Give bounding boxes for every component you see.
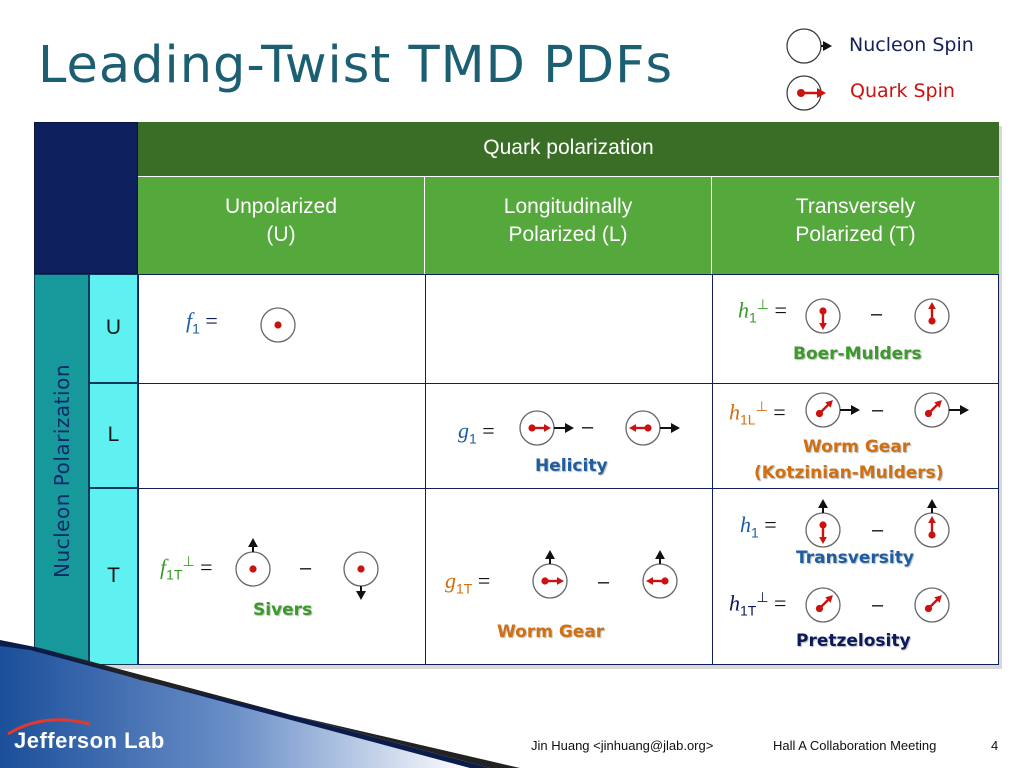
minus-sign: –	[872, 399, 884, 421]
spin-diagram-icon	[914, 298, 950, 334]
pretzelosity-label: Pretzelosity	[796, 631, 911, 651]
boer-mulders-label: Boer-Mulders	[793, 344, 922, 364]
footer-author: Jin Huang <jinhuang@jlab.org>	[531, 738, 714, 753]
footer-swoosh	[0, 640, 520, 768]
h1tperp-equation: h1T⊥ =	[729, 589, 787, 619]
minus-sign: –	[872, 519, 884, 541]
spin-diagram-icon	[914, 587, 950, 623]
minus-sign: –	[300, 557, 312, 579]
spin-diagram-icon	[805, 587, 841, 623]
column-header-line: Polarized (T)	[795, 223, 916, 246]
column-header-transverse: Transversely Polarized (T)	[712, 177, 999, 274]
spin-diagram-icon	[805, 499, 841, 548]
f1tperp-equation: f1T⊥ =	[160, 553, 213, 583]
spin-diagram-icon	[260, 307, 296, 343]
sivers-label: Sivers	[253, 600, 313, 620]
f1-equation: f1 =	[186, 308, 218, 337]
page-number: 4	[991, 738, 999, 753]
quark-polarization-header: Quark polarization	[138, 122, 999, 177]
spin-legend-graphic	[786, 28, 832, 111]
column-header-line: (U)	[266, 223, 296, 246]
spin-diagram-icon	[532, 550, 568, 599]
minus-sign: –	[871, 303, 883, 325]
spin-diagram-icon	[805, 298, 841, 334]
minus-sign: –	[582, 416, 594, 438]
row-header-u: U	[89, 274, 138, 383]
h1-equation: h1 =	[740, 512, 777, 541]
column-header-line: Unpolarized	[224, 195, 338, 218]
spin-diagram-icon	[914, 392, 969, 428]
minus-sign: –	[872, 594, 884, 616]
jefferson-lab-logo: Jefferson Lab	[14, 728, 165, 753]
spin-diagram-icon	[914, 499, 950, 548]
logo-swoosh-icon	[7, 718, 91, 736]
column-header-longitudinal: Longitudinally Polarized (L)	[425, 177, 712, 274]
spin-diagram-icon	[642, 550, 678, 599]
minus-sign: –	[598, 571, 610, 593]
h1perp-equation: h1⊥ =	[738, 296, 787, 326]
spin-diagram-icon	[235, 538, 271, 587]
spin-diagram-icon	[343, 551, 379, 600]
g1-equation: g1 =	[458, 418, 495, 447]
column-header-line: Transversely	[795, 195, 916, 218]
row-header-l: L	[89, 383, 138, 488]
helicity-label: Helicity	[535, 456, 608, 476]
page-title: Leading-Twist TMD PDFs	[38, 36, 674, 95]
nucleon-spin-label: Nucleon Spin	[849, 34, 974, 56]
kotzinian-mulders-label: (Kotzinian-Mulders)	[754, 463, 944, 483]
h1lperp-equation: h1L⊥ =	[729, 398, 786, 428]
spin-diagram-icon	[519, 410, 574, 446]
footer-meeting: Hall A Collaboration Meeting	[773, 738, 937, 753]
transversity-label: Transversity	[796, 548, 914, 568]
worm-gear-label: Worm Gear	[803, 437, 911, 457]
spin-diagram-icon	[805, 392, 860, 428]
column-header-unpolarized: Unpolarized (U)	[138, 177, 425, 274]
worm-gear-2-label: Worm Gear	[497, 622, 605, 642]
row-header-t: T	[89, 488, 138, 665]
quark-spin-label: Quark Spin	[850, 80, 955, 102]
nucleon-polarization-header: Nucleon Polarization	[34, 274, 89, 665]
column-header-line: Polarized (L)	[508, 223, 628, 246]
spin-diagram-icon	[625, 410, 680, 446]
column-header-line: Longitudinally	[503, 195, 633, 218]
corner-cell	[34, 122, 138, 274]
g1t-equation: g1T =	[445, 568, 491, 597]
